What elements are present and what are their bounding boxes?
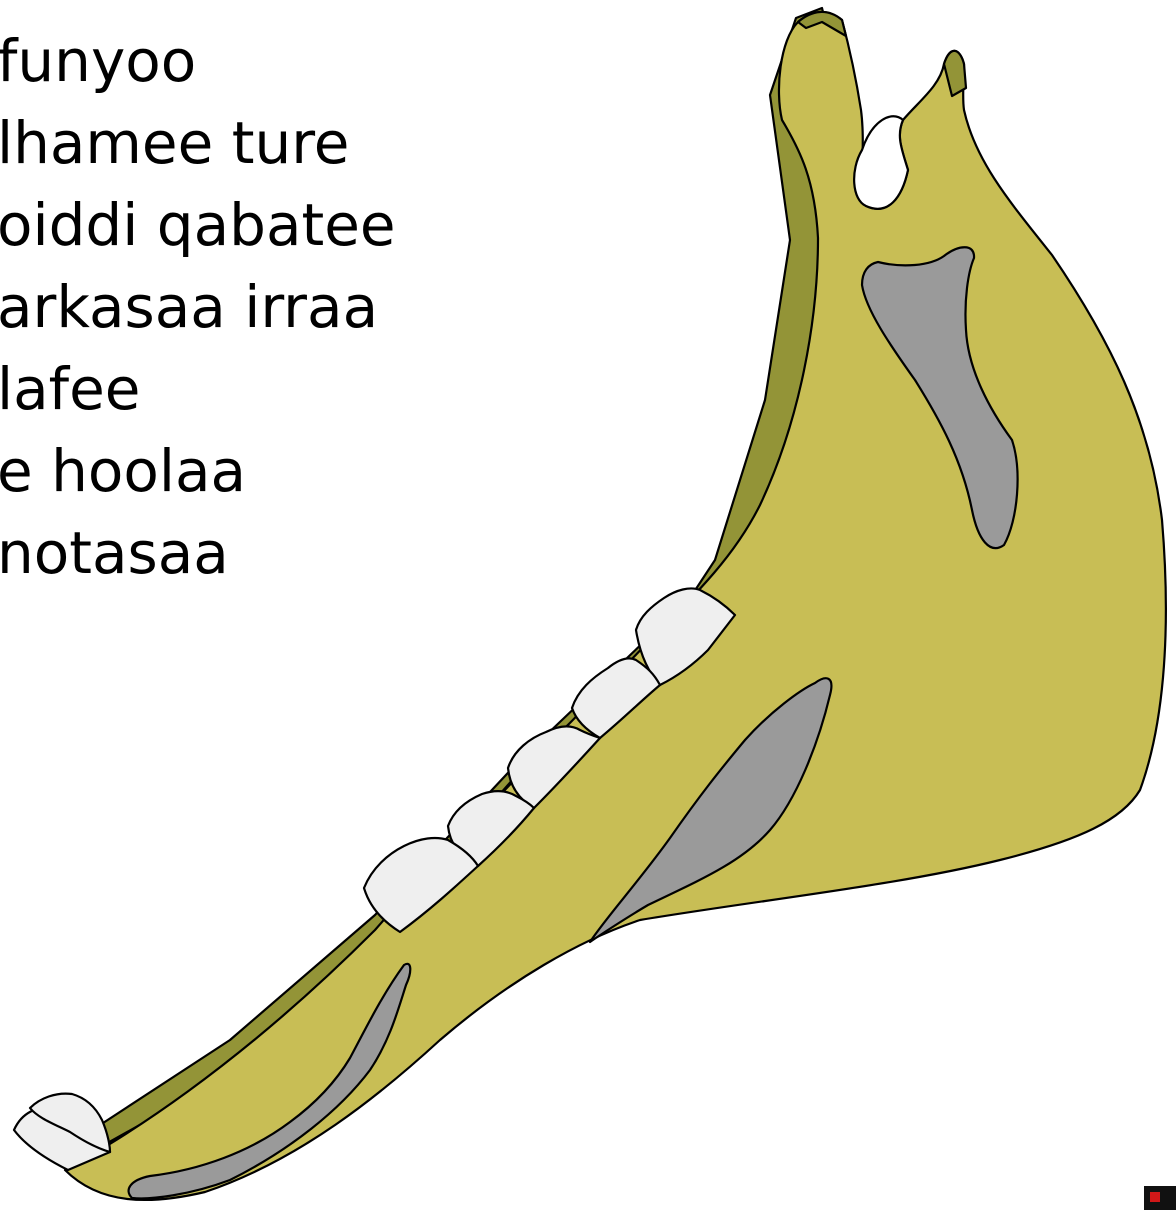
mandible-bone (65, 12, 1166, 1200)
corner-logo-icon (1144, 1186, 1176, 1210)
incisor-teeth (14, 1094, 110, 1170)
